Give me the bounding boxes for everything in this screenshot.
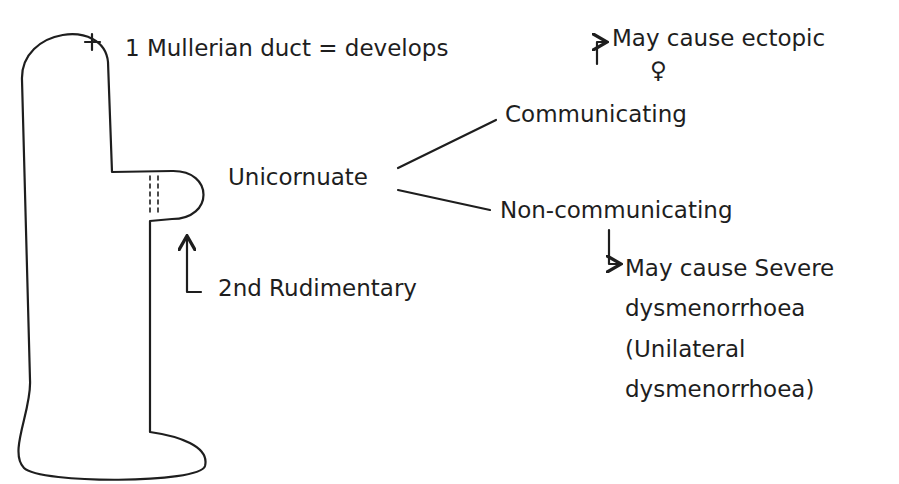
pointer-arrow <box>187 238 201 292</box>
type-label: Communicating <box>505 100 687 130</box>
horn-junction <box>150 176 158 216</box>
anomaly-name: Unicornuate <box>228 163 368 193</box>
uterus-outline <box>18 34 205 480</box>
branch-line <box>398 190 490 210</box>
pointer-arrow <box>609 230 619 264</box>
pointer-arrow <box>597 42 605 64</box>
duct-note: 1 Mullerian duct = develops <box>125 34 448 64</box>
pregnancy-symbol: ♀ <box>650 56 667 86</box>
plus-mark <box>85 34 100 50</box>
part-label: 2nd Rudimentary <box>218 274 417 304</box>
type-label: Non-communicating <box>500 196 733 226</box>
complication-note: May cause Severe dysmenorrhoea (Unilater… <box>625 248 887 409</box>
complication-note: May cause ectopic <box>612 24 825 54</box>
branch-line <box>398 120 496 168</box>
